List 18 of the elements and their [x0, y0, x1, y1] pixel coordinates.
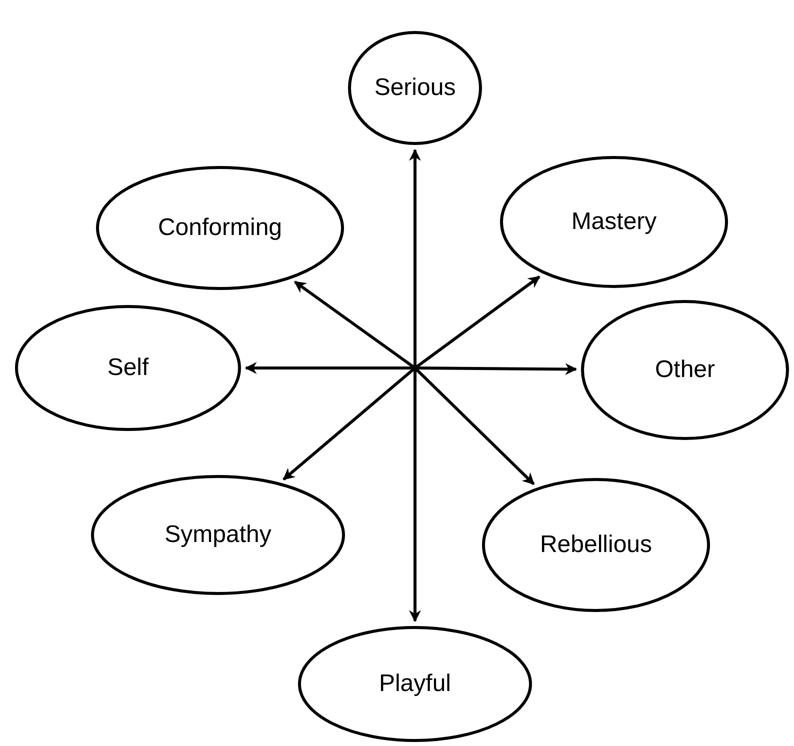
- double-arrow: [409, 148, 421, 622]
- oval-node: [96, 166, 344, 290]
- oval-node: [482, 478, 710, 612]
- node-label: Mastery: [571, 208, 657, 236]
- oval-node: [581, 300, 789, 440]
- oval-node: [298, 626, 532, 742]
- double-arrow: [244, 362, 578, 376]
- node-label: Playful: [378, 670, 452, 698]
- oval-node: [15, 305, 241, 431]
- node-label: Sympathy: [164, 521, 272, 549]
- oval-node: [348, 31, 482, 145]
- node-label: Conforming: [158, 214, 282, 242]
- node-label: Serious: [374, 74, 456, 102]
- oval-node: [500, 156, 728, 288]
- oval-node: [91, 475, 345, 595]
- node-label: Other: [654, 356, 716, 384]
- node-label: Rebellious: [540, 531, 652, 559]
- node-label: Self: [107, 354, 149, 382]
